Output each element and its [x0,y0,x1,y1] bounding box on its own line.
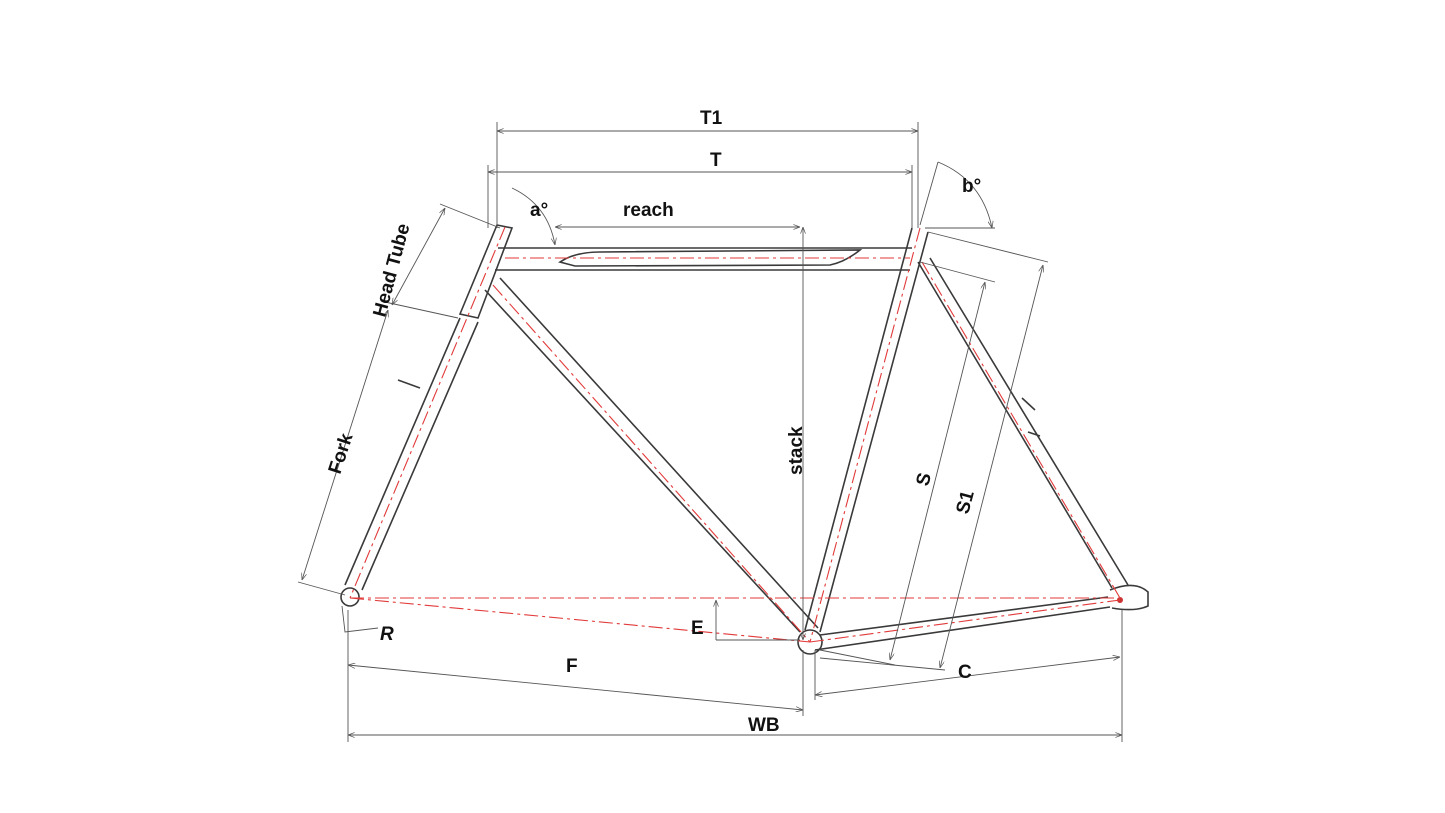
label-rake: R [380,624,394,645]
label-t1: T1 [700,108,723,129]
label-fork: Fork [325,430,358,476]
label-seat-tube: S [913,471,937,489]
label-t: T [710,150,722,171]
label-seat-tube-full: S1 [953,488,979,516]
label-chainstay: C [958,662,972,683]
label-reach: reach [623,200,674,221]
label-front-center: F [566,656,578,677]
label-seat-angle: b° [962,176,981,197]
label-wheelbase: WB [748,715,780,736]
label-stack: stack [786,426,807,475]
dimension-lines [297,122,1123,742]
centerlines [349,226,1121,643]
label-head-tube: Head Tube [370,221,415,319]
label-bb-drop: E [691,618,704,639]
label-head-angle: a° [530,200,548,221]
